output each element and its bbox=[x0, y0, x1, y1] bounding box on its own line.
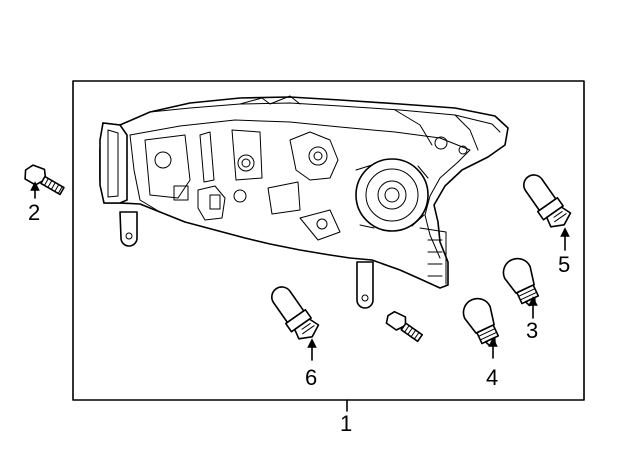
callout-2[interactable]: 2 bbox=[28, 200, 40, 225]
callout-1[interactable]: 1 bbox=[340, 411, 352, 436]
callout-3[interactable]: 3 bbox=[526, 318, 538, 343]
bulb-icon[interactable] bbox=[459, 294, 505, 350]
bolt-icon[interactable] bbox=[384, 308, 425, 343]
callout-4[interactable]: 4 bbox=[486, 365, 498, 390]
callout-5[interactable]: 5 bbox=[558, 252, 570, 277]
headlamp-assembly-icon[interactable] bbox=[99, 95, 509, 309]
bolt-icon[interactable] bbox=[22, 161, 67, 198]
bulb-icon[interactable] bbox=[499, 254, 545, 310]
bulb-socket-icon[interactable] bbox=[266, 281, 322, 345]
callout-6[interactable]: 6 bbox=[305, 365, 317, 390]
assembly-frame bbox=[72, 80, 585, 401]
bulb-socket-icon[interactable] bbox=[518, 169, 574, 233]
